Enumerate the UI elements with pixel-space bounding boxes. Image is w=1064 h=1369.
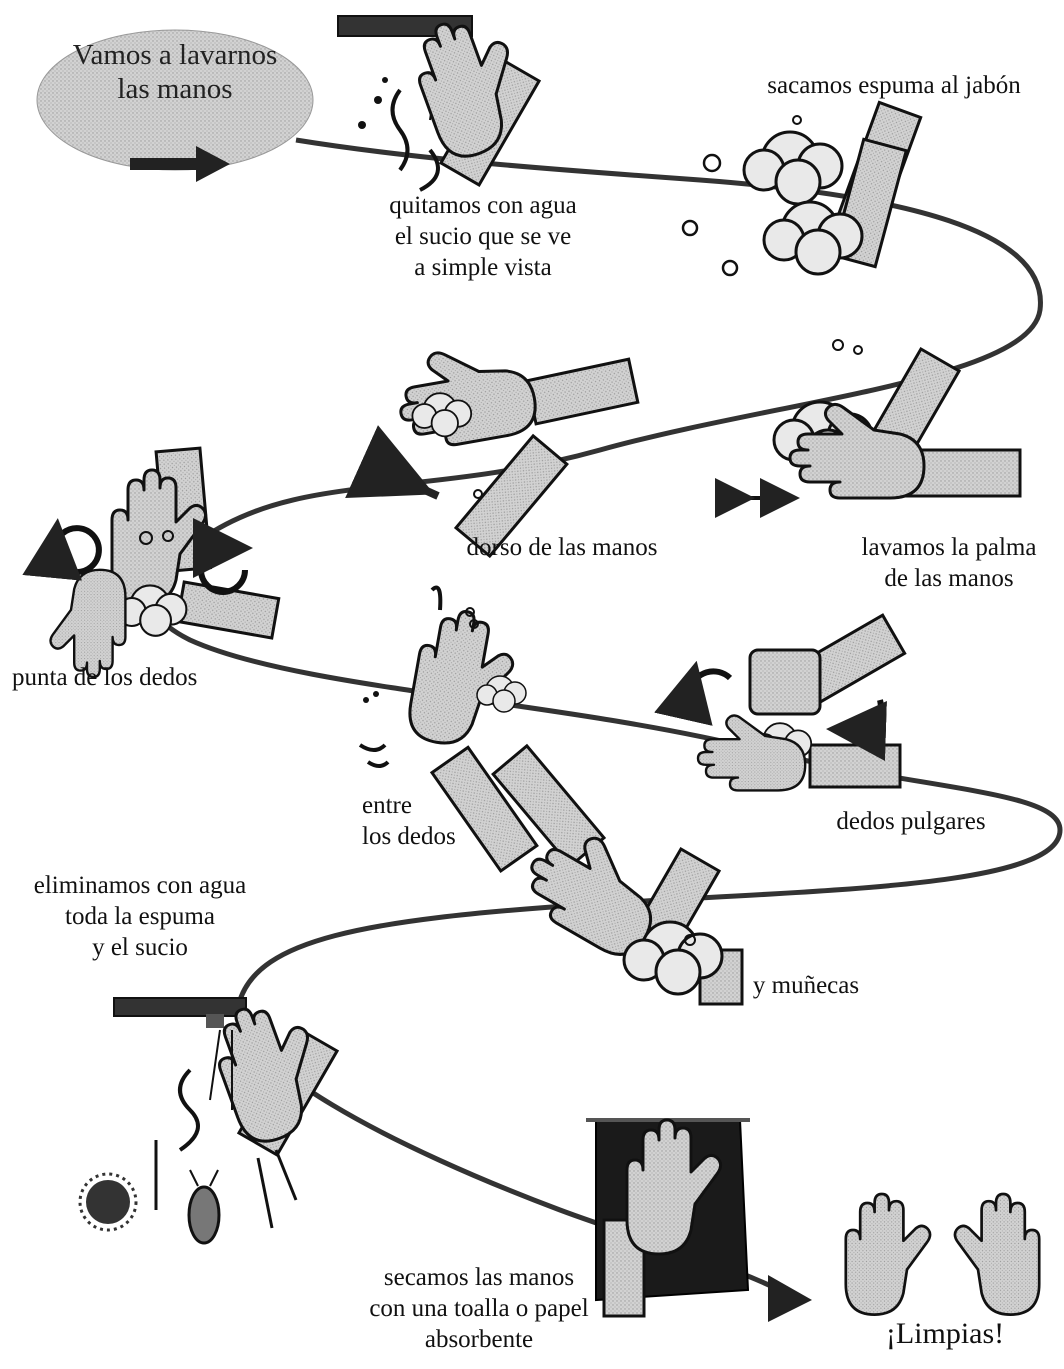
title-line-1: Vamos a lavarnos	[72, 39, 278, 71]
clean-hands-icon	[844, 1192, 1041, 1316]
bug-icon	[187, 1169, 221, 1245]
rotation-arrow-icon	[826, 699, 887, 761]
title-line-2: las manos	[117, 73, 233, 105]
page-title: Vamos a lavarnos las manos	[40, 38, 310, 106]
end-arrow-icon	[768, 1275, 812, 1322]
step-label-rinse: quitamos con agua el sucio que se ve a s…	[389, 192, 577, 281]
rotation-arrow-icon	[654, 660, 733, 726]
final-rinse-hands-icon	[154, 989, 339, 1229]
between-fingers-icon	[358, 585, 606, 873]
towel-icon	[586, 1118, 750, 1318]
fingertips-icon	[22, 446, 281, 679]
start-arrow-icon	[130, 146, 230, 182]
thumbs-icon	[654, 613, 907, 792]
rotation-arrow-icon	[22, 518, 102, 581]
palm-wash-icon	[715, 339, 1022, 518]
step-label-soap: sacamos espuma al jabón	[767, 72, 1021, 99]
step-label-wrists: y muñecas	[752, 972, 860, 999]
step-label-fingertips: punta de los dedos	[12, 664, 198, 691]
wrists-icon	[511, 815, 744, 1006]
rotation-arrow-icon	[192, 518, 253, 595]
step-label-backs: dorso de las manos	[466, 534, 658, 561]
step-label-between: entre los dedos	[362, 792, 456, 850]
back-of-hand-icon	[345, 336, 640, 558]
faucet-icon	[113, 997, 247, 1028]
step-label-thumbs: dedos pulgares	[836, 808, 986, 835]
rinse-hands-icon	[358, 4, 541, 192]
step-label-clean: ¡Limpias!	[885, 1317, 1005, 1350]
germ-icon	[78, 1172, 138, 1232]
step-label-dry: secamos las manos con una toalla o papel…	[369, 1264, 589, 1353]
step-label-final-rinse: eliminamos con agua toda la espuma y el …	[33, 872, 247, 961]
step-label-palms: lavamos la palma de las manos	[861, 534, 1037, 592]
soap-foam-hands-icon	[681, 100, 923, 277]
